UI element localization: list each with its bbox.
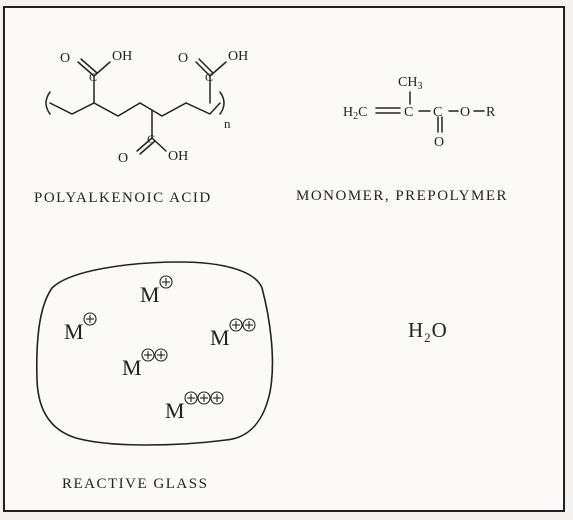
right-bracket	[219, 91, 225, 115]
repeat-subscript-n: n	[224, 116, 231, 131]
atom-oh: OH	[168, 149, 188, 164]
metal-ion-1	[159, 275, 173, 289]
coh-bond-2	[151, 137, 167, 152]
r-group: R	[486, 105, 496, 120]
monomer-text: CH3 H2C C C O O R	[343, 75, 496, 150]
water-formula: H2O	[408, 318, 448, 346]
metal-symbol: M	[210, 325, 230, 350]
water-h: H	[408, 318, 425, 342]
coh-bond-1	[93, 61, 111, 77]
methyl-group: CH3	[398, 75, 422, 92]
monomer-prepolymer-label: MONOMER, PREPOLYMER	[296, 188, 509, 204]
atom-c: C	[89, 70, 97, 84]
atom-oh: OH	[228, 49, 248, 64]
water-o: O	[431, 318, 448, 342]
atom-o: O	[60, 51, 70, 66]
co-bond-3	[195, 61, 211, 77]
water-subscript: 2	[424, 330, 432, 346]
coh-bond-3	[209, 61, 227, 77]
metal-ion-2	[83, 312, 97, 326]
metal-ion-3	[229, 318, 256, 332]
figure-frame	[3, 6, 565, 512]
co-bond-1	[77, 61, 95, 77]
metal-symbol: M	[140, 282, 160, 307]
h2c-group: H2C	[343, 105, 367, 122]
metal-symbol: M	[122, 355, 142, 380]
atom-c: C	[147, 132, 155, 146]
monomer-structure	[375, 91, 485, 133]
atom-o: O	[178, 51, 188, 66]
polymer-backbone	[49, 102, 221, 117]
atom-c: C	[205, 70, 213, 84]
glass-particle-outline	[35, 261, 274, 446]
co-bond-2	[136, 137, 153, 152]
left-bracket	[45, 91, 51, 115]
atom-o: O	[118, 151, 128, 166]
glass-ions	[83, 275, 256, 405]
polyalkenoic-acid-label: POLYALKENOIC ACID	[34, 190, 212, 206]
metal-symbol: M	[64, 319, 84, 344]
metal-ion-5	[184, 391, 224, 405]
reactive-glass-label: REACTIVE GLASS	[62, 476, 209, 492]
polyalkenoic-acid-text: O OH C O OH C O OH C n	[60, 49, 248, 166]
atom-oh: OH	[112, 49, 132, 64]
atom-o-carbonyl: O	[434, 135, 444, 150]
atom-o-ester: O	[460, 105, 470, 120]
metal-symbol: M	[165, 398, 185, 423]
atom-c-carbonyl: C	[433, 105, 442, 120]
metal-ion-4	[141, 348, 168, 362]
glass-ion-symbols: M M M M M	[64, 282, 230, 423]
atom-c-central: C	[404, 105, 413, 120]
polyalkenoic-acid-structure	[45, 58, 227, 155]
